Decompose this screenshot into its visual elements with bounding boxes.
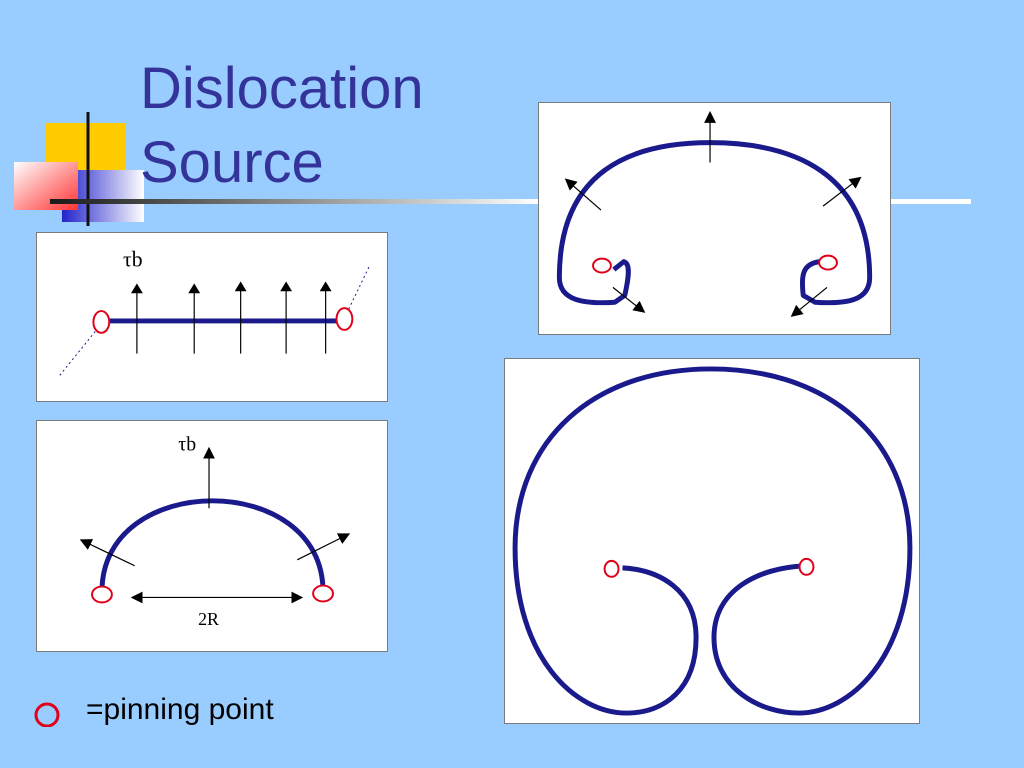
- straight-dislocation-panel: τb: [36, 232, 388, 402]
- pinning-point-icon: [592, 257, 612, 274]
- pinning-point-icon: [818, 254, 838, 271]
- closing-loop-panel: [504, 358, 920, 724]
- legend: =pinning point: [30, 690, 274, 730]
- title-rule: [50, 199, 540, 204]
- title-line-2: Source: [140, 130, 324, 196]
- shear-stress-label: τb: [123, 248, 143, 272]
- pinning-point-icon: [34, 702, 60, 727]
- pinning-point-icon: [312, 584, 334, 603]
- title-line-1: Dislocation: [140, 56, 424, 121]
- arrow-icon: [790, 286, 828, 317]
- pinning-point-icon: [798, 557, 815, 576]
- title-rule-right: [890, 199, 971, 204]
- dislocation-line: [99, 498, 326, 592]
- pinning-point-icon: [335, 307, 354, 331]
- arrow-icon: [822, 176, 862, 207]
- dislocation-line: [556, 140, 873, 306]
- width-label: 2R: [198, 609, 219, 629]
- pinning-point-icon: [603, 559, 620, 578]
- slide-title: Dislocation Source: [140, 52, 424, 200]
- slide-decoration: [14, 112, 971, 226]
- dislocation-line: [512, 366, 913, 716]
- arrow-icon: [612, 286, 646, 313]
- shear-stress-label: τb: [178, 434, 196, 456]
- dotted-extension-left: [59, 323, 102, 376]
- bowed-dislocation-panel: τb 2R: [36, 420, 388, 652]
- arrow-icon: [296, 533, 351, 561]
- pinning-point-icon: [91, 585, 113, 604]
- arrow-icon: [564, 178, 602, 211]
- arrow-icon: [79, 539, 135, 567]
- pinning-point-icon: [92, 310, 111, 334]
- legend-label: =pinning point: [86, 693, 274, 726]
- force-arrows: [130, 281, 332, 354]
- expanding-loop-panel: [538, 102, 891, 335]
